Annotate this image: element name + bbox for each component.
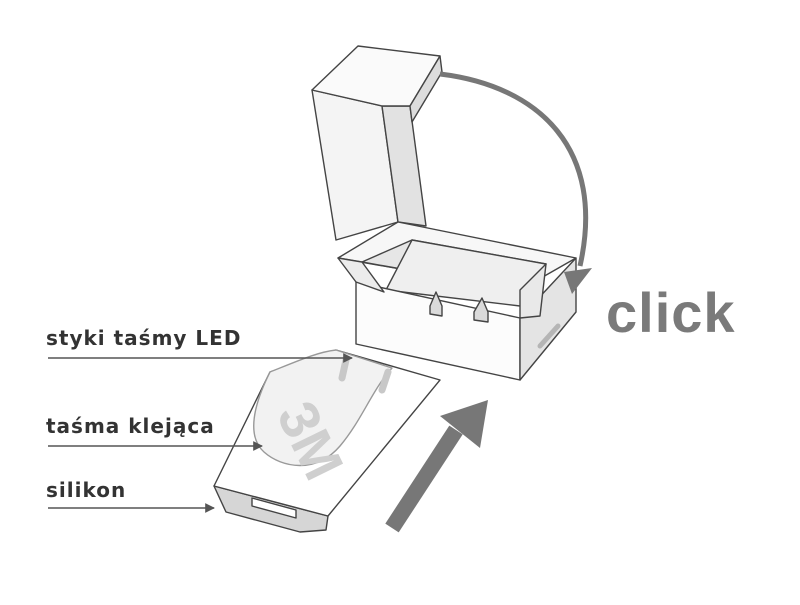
label-led-contacts: styki taśmy LED xyxy=(46,326,242,350)
strip-contact xyxy=(378,368,392,394)
strip-contact xyxy=(338,356,350,382)
connector-base xyxy=(337,221,577,381)
connector-lid xyxy=(311,45,443,241)
insert-arrow xyxy=(385,400,488,533)
contact-pin xyxy=(429,291,443,317)
label-silicone: silikon xyxy=(46,478,127,502)
label-adhesive-tape: taśma klejąca xyxy=(46,414,215,438)
strip-end-face xyxy=(251,497,297,519)
led-strip xyxy=(213,349,441,533)
leader-lines xyxy=(48,353,353,513)
tape-peel-layer xyxy=(253,349,393,467)
contact-pins xyxy=(429,291,489,323)
close-lid-arrow xyxy=(439,71,592,294)
connector-housing xyxy=(311,45,577,381)
click-label: click xyxy=(606,281,736,344)
contact-pin xyxy=(473,297,489,323)
